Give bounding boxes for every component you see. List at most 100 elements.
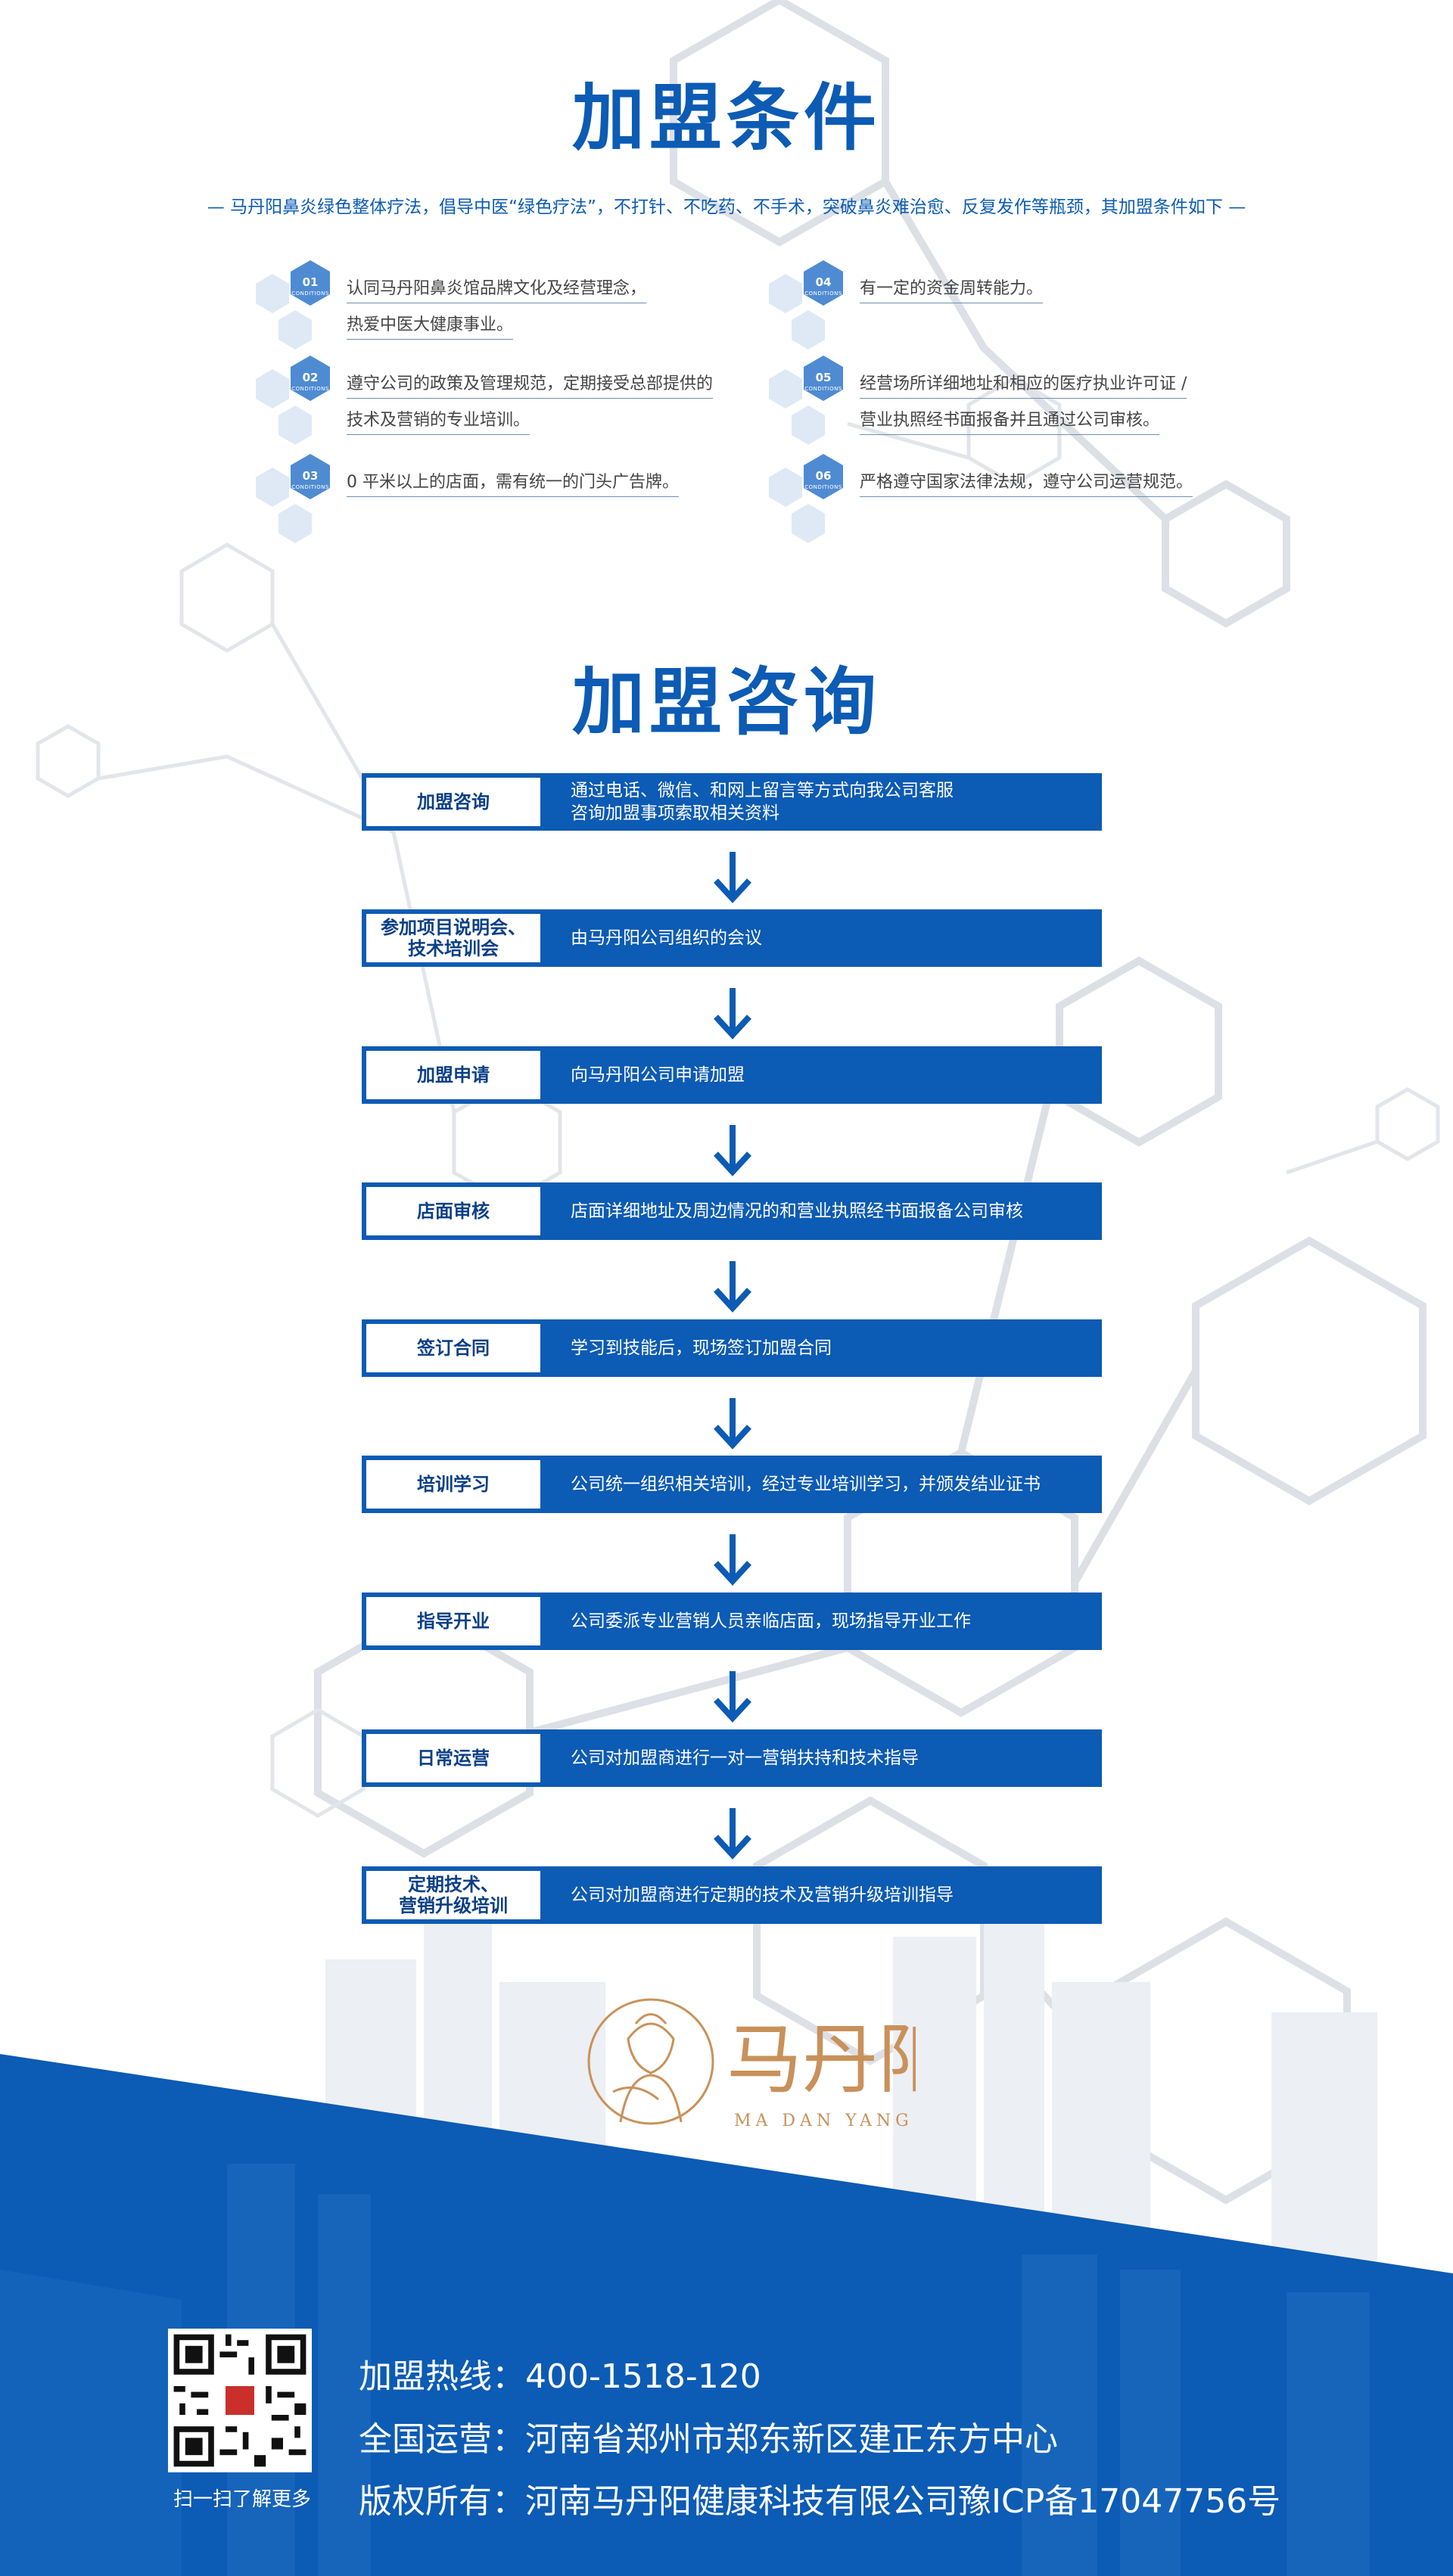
hexagon-icon [769,454,843,543]
copyright-text: 版权所有：河南马丹阳健康科技有限公司豫ICP备17047756号 [359,2482,1281,2521]
step-label-text: 培训学习 [417,1474,490,1495]
step-description: 公司委派专业营销人员亲临店面，现场指导开业工作 [571,1593,1085,1650]
step-label-text: 日常运营 [417,1748,490,1769]
condition-text-line: 严格遵守国家法律法规，遵守公司运营规范。 [860,473,1193,497]
step-description: 店面详细地址及周边情况的和营业执照经书面报备公司审核 [571,1182,1085,1240]
step-label-text: 签订合同 [417,1338,490,1359]
step-label-text: 指导开业 [417,1611,490,1632]
condition-badge-caption: CONDITIONS [804,386,842,392]
hotline-text: 加盟热线：400-1518-120 [359,2357,761,2396]
step-description: 公司对加盟商进行定期的技术及营销升级培训指导 [571,1866,1085,1924]
condition-text-line: 有一定的资金周转能力。 [860,279,1044,303]
step-label-text: 加盟咨询 [417,791,490,813]
step-description-text: 公司对加盟商进行一对一营销扶持和技术指导 [571,1748,919,1768]
step-description: 通过电话、微信、和网上留言等方式向我公司客服 咨询加盟事项索取相关资料 [571,773,1085,831]
step-label-text: 店面审核 [417,1201,490,1222]
process-step: 加盟咨询 通过电话、微信、和网上留言等方式向我公司客服 咨询加盟事项索取相关资料 [362,773,1102,831]
condition-number: 04 [815,275,832,289]
down-arrow-icon [714,1534,751,1586]
step-description-text: 由马丹阳公司组织的会议 [571,928,762,948]
down-arrow-icon [714,988,751,1039]
step-label-text: 参加项目说明会、 技术培训会 [381,917,526,959]
step-label: 日常运营 [366,1734,540,1782]
step-description-text: 学习到技能后，现场签订加盟合同 [571,1338,832,1358]
condition-text: 认同马丹阳鼻炎馆品牌文化及经营理念，热爱中医大健康事业。 [347,271,770,343]
process-step: 加盟申请 向马丹阳公司申请加盟 [362,1046,1102,1104]
process-step: 店面审核 店面详细地址及周边情况的和营业执照经书面报备公司审核 [362,1182,1102,1240]
condition-text-line: 营业执照经书面报备并且通过公司审核。 [860,411,1160,435]
condition-number: 02 [302,371,319,384]
process-step: 参加项目说明会、 技术培训会 由马丹阳公司组织的会议 [362,909,1102,967]
step-description-text: 店面详细地址及周边情况的和营业执照经书面报备公司审核 [571,1201,1023,1221]
hexagon-icon [256,454,330,543]
step-label: 参加项目说明会、 技术培训会 [366,914,540,962]
step-description-text: 公司委派专业营销人员亲临店面，现场指导开业工作 [571,1611,971,1631]
condition-text-line: 遵守公司的政策及管理规范，定期接受总部提供的 [347,374,714,399]
process-step: 定期技术、 营销升级培训 公司对加盟商进行定期的技术及营销升级培训指导 [362,1866,1102,1924]
down-arrow-icon [714,852,751,903]
down-arrow-icon [714,1671,751,1723]
conditions-subtitle: — 马丹阳鼻炎绿色整体疗法，倡导中医“绿色疗法”，不打针、不吃药、不手术，突破鼻… [207,197,1246,217]
brand-name: 马丹阳 [726,2015,916,2104]
down-arrow-icon [714,1398,751,1450]
condition-text: 有一定的资金周转能力。 [860,271,1283,307]
step-description: 公司统一组织相关培训，经过专业培训学习，并颁发结业证书 [571,1456,1085,1513]
step-description: 由马丹阳公司组织的会议 [571,909,1085,967]
condition-text-line: 技术及营销的专业培训。 [347,411,530,435]
process-step: 签订合同 学习到技能后，现场签订加盟合同 [362,1319,1102,1377]
process-step: 日常运营 公司对加盟商进行一对一营销扶持和技术指导 [362,1729,1102,1787]
condition-badge-caption: CONDITIONS [291,484,329,490]
conditions-title: 加盟条件 [572,76,881,160]
brand-logo: 马丹阳 MA DAN YANG [587,1998,916,2130]
step-label: 加盟咨询 [366,778,540,826]
step-label: 定期技术、 营销升级培训 [366,1871,540,1919]
step-description: 学习到技能后，现场签订加盟合同 [571,1319,1085,1377]
step-label: 培训学习 [366,1460,540,1509]
hexagon-icon [256,260,330,350]
condition-badge-caption: CONDITIONS [804,291,842,297]
step-description-text: 通过电话、微信、和网上留言等方式向我公司客服 咨询加盟事项索取相关资料 [571,781,954,823]
condition-number: 06 [815,469,832,483]
condition-number: 05 [815,371,832,384]
condition-number: 01 [302,275,319,289]
step-description: 公司对加盟商进行一对一营销扶持和技术指导 [571,1729,1085,1787]
condition-text: 0 平米以上的店面，需有统一的门头广告牌。 [347,465,770,501]
qr-caption: 扫一扫了解更多 [173,2488,311,2511]
hexagon-icon [256,356,330,445]
condition-text: 经营场所详细地址和相应的医疗执业许可证 / 营业执照经书面报备并且通过公司审核。 [860,366,1283,439]
step-description: 向马丹阳公司申请加盟 [571,1046,1085,1104]
operation-address-text: 全国运营：河南省郑州市郑东新区建正东方中心 [359,2420,1058,2459]
step-description-text: 公司对加盟商进行定期的技术及营销升级培训指导 [571,1885,954,1905]
process-step: 培训学习 公司统一组织相关培训，经过专业培训学习，并颁发结业证书 [362,1456,1102,1513]
step-description-text: 向马丹阳公司申请加盟 [571,1065,745,1085]
qr-code[interactable] [168,2329,312,2472]
condition-badge-caption: CONDITIONS [804,484,842,490]
step-label: 店面审核 [366,1187,540,1235]
hexagon-icon [769,260,843,350]
step-description-text: 公司统一组织相关培训，经过专业培训学习，并颁发结业证书 [571,1474,1041,1494]
step-label-text: 定期技术、 营销升级培训 [399,1874,508,1916]
down-arrow-icon [714,1125,751,1176]
down-arrow-icon [714,1261,751,1313]
step-label: 签订合同 [366,1324,540,1372]
step-label: 指导开业 [366,1597,540,1645]
condition-text-line: 经营场所详细地址和相应的医疗执业许可证 / [860,374,1187,399]
condition-badge-caption: CONDITIONS [291,291,329,297]
condition-text: 严格遵守国家法律法规，遵守公司运营规范。 [860,465,1283,501]
condition-badge-caption: CONDITIONS [291,386,329,392]
condition-text-line: 热爱中医大健康事业。 [347,315,514,340]
down-arrow-icon [714,1808,751,1860]
step-label-text: 加盟申请 [417,1064,490,1086]
